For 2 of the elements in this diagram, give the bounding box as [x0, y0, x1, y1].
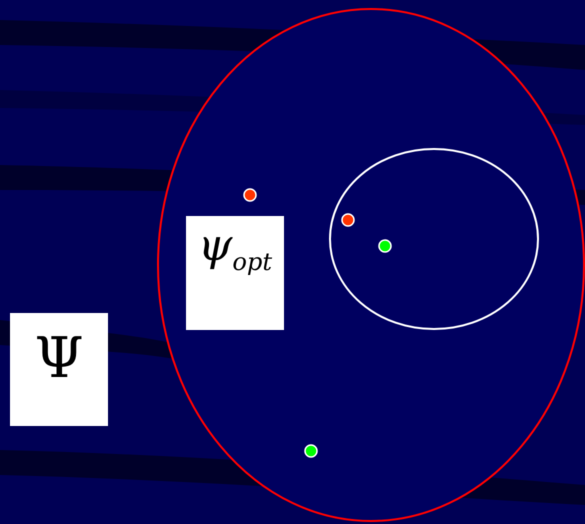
symbol-label: ψ$_{opt}$ — [198, 224, 272, 274]
symbol-label: Ψ — [34, 331, 84, 387]
